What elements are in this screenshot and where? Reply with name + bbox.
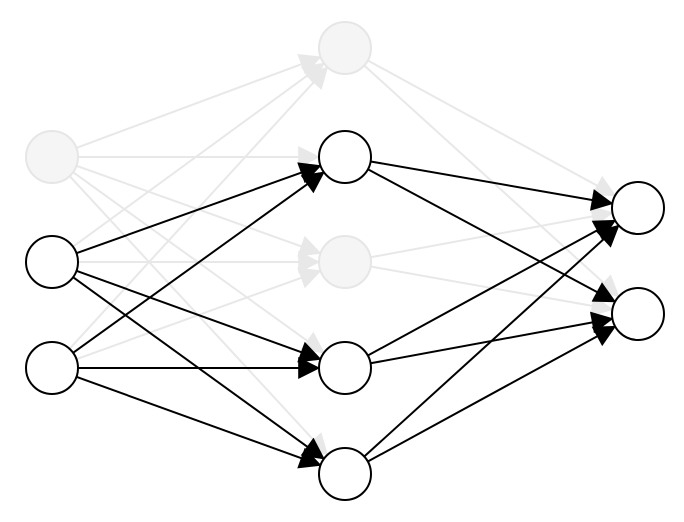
- node-input-1: [25, 235, 79, 289]
- node-output-0: [611, 181, 665, 235]
- edge-input-0-to-hidden-0: [76, 54, 322, 149]
- edge-input-2-to-hidden-0: [68, 66, 329, 350]
- edge-hidden-4-to-output-0: [363, 224, 620, 458]
- edge-input-1-to-hidden-3: [76, 269, 322, 363]
- node-hidden-3: [318, 341, 372, 395]
- node-input-0: [25, 130, 79, 184]
- node-output-1: [611, 287, 665, 341]
- edge-input-1-to-hidden-0: [72, 62, 325, 248]
- active-edges: [72, 160, 620, 469]
- node-hidden-4: [318, 447, 372, 501]
- edge-hidden-0-to-output-1: [363, 64, 620, 298]
- node-hidden-1: [318, 130, 372, 184]
- edge-hidden-1-to-output-0: [370, 160, 614, 211]
- node-hidden-2: [318, 235, 372, 289]
- node-input-2: [25, 341, 79, 395]
- edge-input-2-to-hidden-1: [72, 171, 325, 354]
- node-hidden-0: [318, 21, 372, 75]
- edge-hidden-0-to-output-0: [367, 59, 617, 197]
- edge-input-2-to-hidden-4: [76, 375, 322, 469]
- edge-hidden-4-to-output-1: [367, 325, 617, 463]
- nodes: [25, 21, 665, 501]
- edge-hidden-1-to-output-1: [367, 168, 617, 303]
- edge-hidden-3-to-output-0: [367, 219, 617, 357]
- edge-input-1-to-hidden-1: [76, 162, 322, 255]
